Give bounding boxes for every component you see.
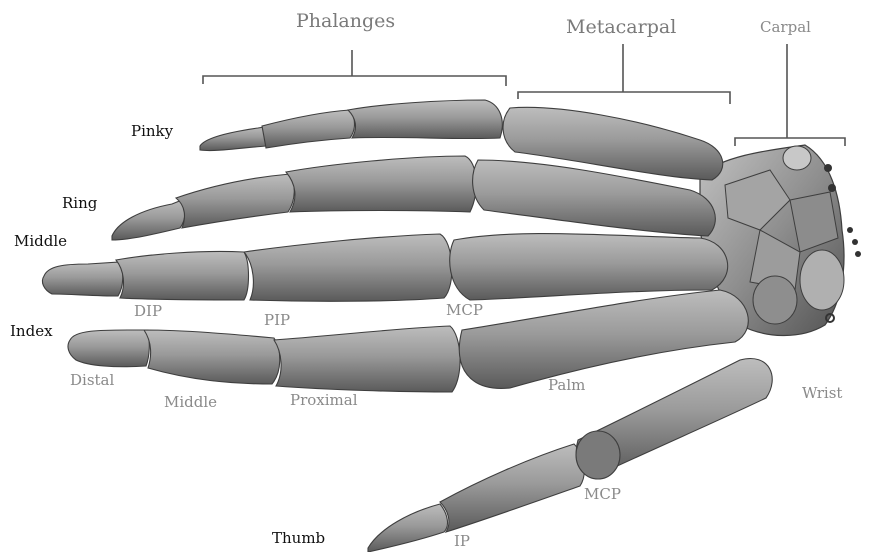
mcp-label: MCP	[446, 303, 483, 318]
proximal-label: Proximal	[290, 393, 358, 408]
metacarpal-label: Metacarpal	[566, 18, 676, 37]
index-bones	[68, 290, 748, 392]
thumb-label: Thumb	[272, 531, 325, 546]
distal-label: Distal	[70, 373, 114, 388]
middle-bones	[42, 234, 727, 302]
middle-finger-label: Middle	[14, 234, 67, 249]
index-label: Index	[10, 324, 53, 339]
pip-label: PIP	[264, 313, 290, 328]
pinky-label: Pinky	[131, 124, 173, 139]
thumb-mcp-label: MCP	[584, 487, 621, 502]
phalanges-bracket	[203, 50, 506, 86]
palm-label: Palm	[548, 378, 585, 393]
phalanges-label: Phalanges	[296, 12, 395, 31]
ring-label: Ring	[62, 196, 97, 211]
carpal-bracket	[735, 44, 845, 146]
metacarpal-bracket	[518, 44, 730, 104]
dip-label: DIP	[134, 304, 162, 319]
carpal-label: Carpal	[760, 20, 811, 35]
middle-phalanx-label: Middle	[164, 395, 217, 410]
ip-label: IP	[454, 534, 470, 549]
wrist-label: Wrist	[802, 386, 842, 401]
